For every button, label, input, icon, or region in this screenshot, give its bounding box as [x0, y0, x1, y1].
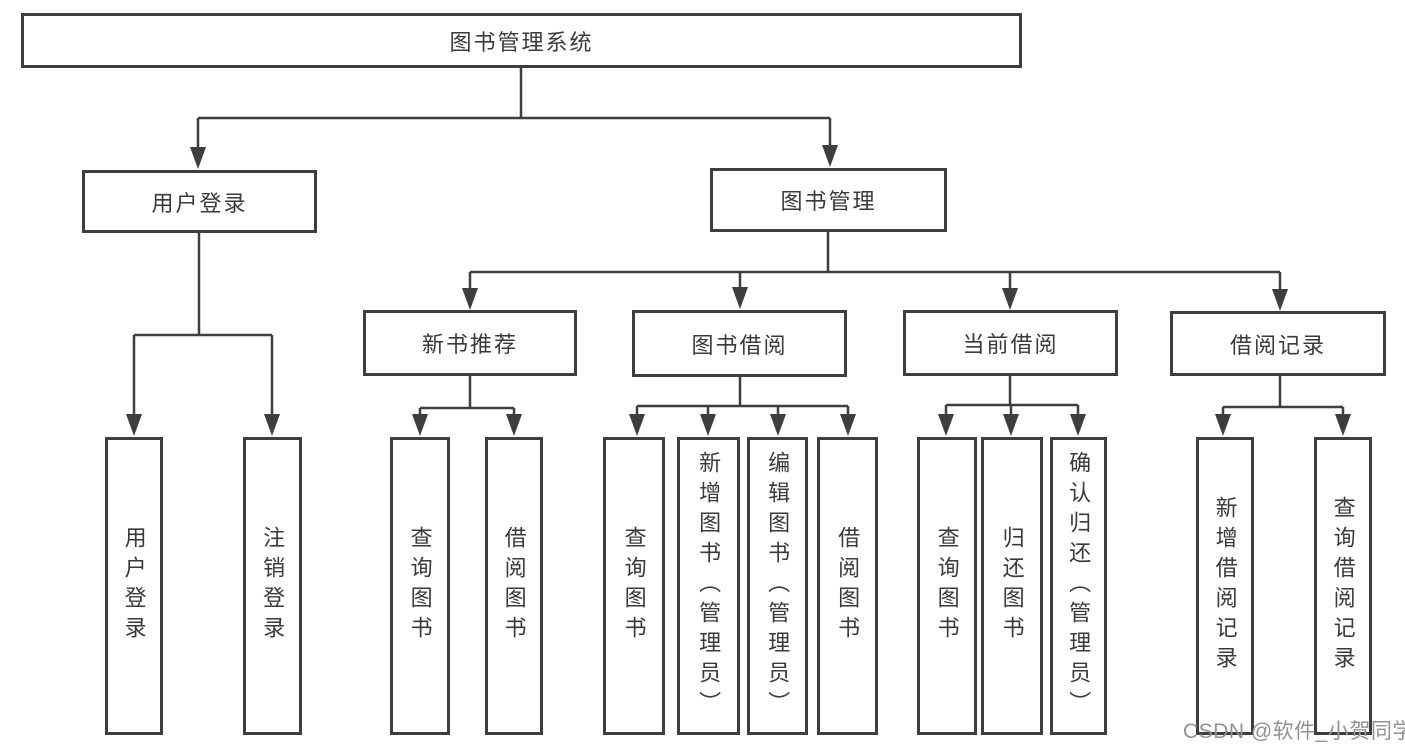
- connector-lines: [132, 68, 1345, 418]
- node-user-login: 用户登录: [82, 170, 317, 233]
- leaf-label: 新增图书（管理员）: [696, 451, 722, 721]
- node-library-management-system: 图书管理系统: [21, 13, 1022, 68]
- arrowhead: [1003, 414, 1019, 436]
- leaf-label: 用户登录: [121, 526, 147, 646]
- arrowhead: [822, 145, 838, 167]
- leaf-label: 借阅图书: [501, 526, 527, 646]
- arrowhead: [1272, 289, 1288, 311]
- csdn-watermark: CSDN @软件_小贺同学: [1183, 720, 1405, 743]
- node-leaf-query-books-2: 查询图书: [603, 437, 665, 735]
- leaf-label: 新增借阅记录: [1212, 496, 1238, 676]
- node-book-borrow: 图书借阅: [632, 310, 847, 377]
- arrowhead: [462, 288, 478, 310]
- node-leaf-return-books: 归还图书: [981, 437, 1043, 735]
- node-current-borrow: 当前借阅: [903, 310, 1118, 376]
- arrowhead: [1335, 414, 1351, 436]
- node-leaf-query-books-3: 查询图书: [917, 437, 977, 735]
- leaf-label: 查询借阅记录: [1330, 496, 1356, 676]
- arrowhead: [1002, 288, 1018, 310]
- leaf-label: 查询图书: [934, 526, 960, 646]
- arrowhead: [190, 147, 206, 169]
- node-leaf-query-borrow-record: 查询借阅记录: [1314, 437, 1372, 735]
- node-book-management: 图书管理: [710, 168, 947, 232]
- leaf-label: 编辑图书（管理员）: [765, 451, 791, 721]
- node-leaf-borrow-books-2: 借阅图书: [817, 437, 878, 735]
- node-leaf-query-books-1: 查询图书: [390, 437, 450, 735]
- node-leaf-edit-books-admin: 编辑图书（管理员）: [747, 437, 808, 735]
- leaf-label: 借阅图书: [835, 526, 861, 646]
- leaf-label: 确认归还（管理员）: [1066, 451, 1092, 721]
- arrowhead: [264, 414, 280, 436]
- arrowhead: [840, 414, 856, 436]
- leaf-label: 查询图书: [621, 526, 647, 646]
- arrowhead: [412, 414, 428, 436]
- arrowhead: [770, 414, 786, 436]
- node-leaf-user-login: 用户登录: [105, 437, 163, 735]
- node-leaf-confirm-return-admin: 确认归还（管理员）: [1050, 437, 1107, 735]
- arrowhead: [1070, 414, 1086, 436]
- leaf-label: 查询图书: [407, 526, 433, 646]
- node-leaf-add-books-admin: 新增图书（管理员）: [677, 437, 740, 735]
- node-leaf-borrow-books-1: 借阅图书: [485, 437, 543, 735]
- arrowhead: [506, 414, 522, 436]
- node-new-book-recommend: 新书推荐: [363, 310, 577, 376]
- node-borrow-records: 借阅记录: [1170, 311, 1386, 376]
- leaf-label: 注销登录: [260, 526, 286, 646]
- node-leaf-add-borrow-record: 新增借阅记录: [1196, 437, 1254, 735]
- arrowhead: [126, 414, 142, 436]
- arrowhead: [700, 414, 716, 436]
- leaf-label: 归还图书: [999, 526, 1025, 646]
- node-leaf-logout: 注销登录: [243, 437, 302, 735]
- arrowhead: [732, 287, 748, 309]
- arrowhead: [1215, 414, 1231, 436]
- arrowhead: [938, 414, 954, 436]
- arrowhead: [629, 414, 645, 436]
- arrowheads: [126, 145, 1351, 436]
